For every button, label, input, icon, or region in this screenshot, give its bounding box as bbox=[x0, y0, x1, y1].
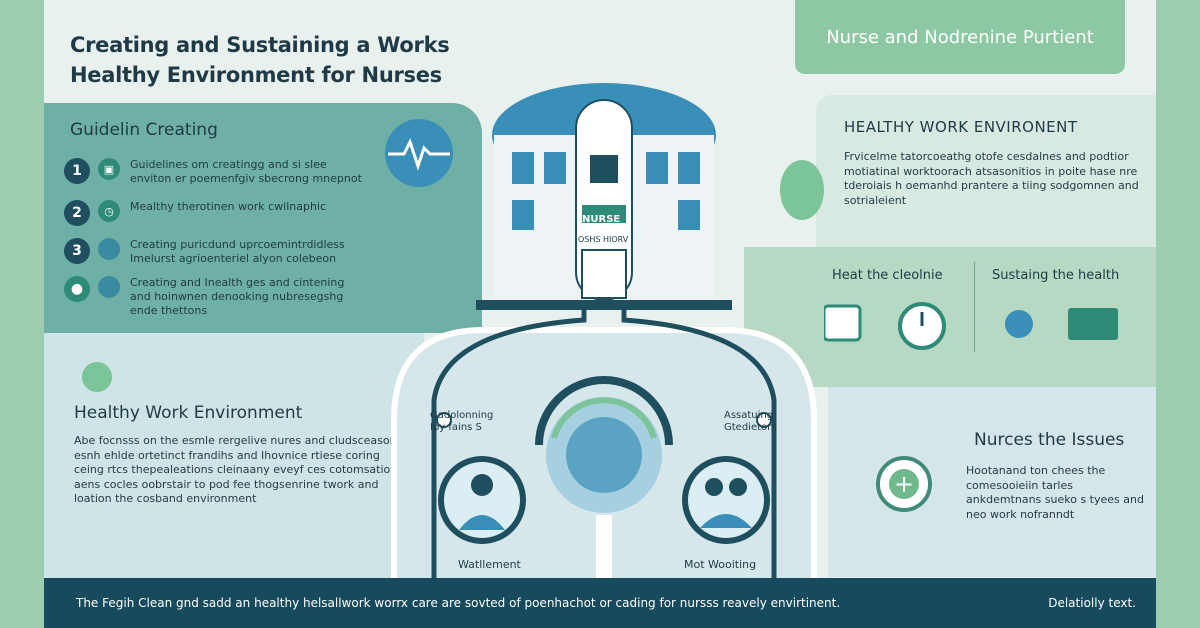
right-border bbox=[1156, 0, 1200, 628]
center-column bbox=[596, 515, 612, 578]
nurse-portrait-left-inner bbox=[444, 462, 520, 538]
hospital-illustration bbox=[391, 83, 824, 578]
guideline-item: 1 ▣ Guidelines om creatingg and si slee … bbox=[64, 158, 365, 186]
building-window bbox=[512, 152, 534, 184]
left-caption: Watllement bbox=[458, 558, 521, 571]
people-icon bbox=[1005, 310, 1033, 338]
building-window bbox=[678, 200, 700, 230]
healthy-env-heading: Healthy Work Environment bbox=[74, 403, 303, 423]
left-path bbox=[431, 310, 587, 578]
top-tag: Nurse and Nodrenine Purtient bbox=[795, 0, 1125, 74]
nurse-body bbox=[459, 515, 505, 530]
clock-icon: ◷ bbox=[98, 200, 120, 222]
guideline-text: Creating and Inealth ges and cintening a… bbox=[130, 276, 345, 317]
gauge-arc-green bbox=[551, 397, 657, 439]
footer-bar: The Fegih Clean gnd sadd an healthy hels… bbox=[44, 578, 1156, 628]
nurse-portrait-right-inner bbox=[688, 462, 764, 538]
nurse-sign-bg bbox=[582, 205, 626, 223]
nurse-head bbox=[471, 474, 493, 496]
building-base bbox=[476, 300, 732, 310]
title-line-2: Healthy Environment for Nurses bbox=[70, 63, 442, 87]
guideline-text: Creating puricdund uprcoemintrdidless Im… bbox=[130, 238, 345, 265]
column-icons bbox=[824, 302, 1118, 350]
infographic: Creating and Sustaining a Works Healthy … bbox=[44, 0, 1156, 628]
building-window bbox=[512, 200, 534, 230]
step-number: 3 bbox=[64, 238, 90, 264]
guideline-item: 3 Creating puricdund uprcoemintrdidless … bbox=[64, 238, 365, 266]
guideline-text: Mealthy therotinen work cwilnaphic bbox=[130, 200, 327, 213]
monitor-icon bbox=[824, 304, 862, 342]
building-window bbox=[544, 152, 566, 184]
healthy-env-text: Abe focnsss on the esmle rergelive nures… bbox=[74, 434, 398, 505]
column-1-label: Heat the cleolnie bbox=[832, 268, 943, 283]
circle-icon bbox=[98, 238, 120, 260]
building-sign: OSHS HIORV bbox=[578, 235, 629, 244]
nurse-head bbox=[705, 478, 723, 496]
chat-icon: ▣ bbox=[98, 158, 120, 180]
guideline-item: ● Creating and Inealth ges and cintening… bbox=[64, 276, 365, 318]
path-marker bbox=[436, 412, 452, 428]
right-info-panel bbox=[816, 95, 1156, 247]
circle-icon bbox=[98, 276, 120, 298]
building-window bbox=[678, 152, 700, 184]
building-window bbox=[646, 152, 668, 184]
guideline-text: Guidelines om creatingg and si slee envi… bbox=[130, 158, 362, 185]
footer-text: The Fegih Clean gnd sadd an healthy hels… bbox=[76, 596, 841, 610]
left-border bbox=[0, 0, 44, 628]
right-path bbox=[621, 310, 777, 578]
right-heading: HEALTHY WORK ENVIRONENT bbox=[844, 118, 1078, 136]
gauge-inner bbox=[566, 417, 642, 493]
right-text: Frvicelme tatorcoeathg otofe cesdalnes a… bbox=[844, 150, 1139, 207]
leaf-icon bbox=[82, 362, 112, 392]
tree-icon bbox=[780, 160, 824, 220]
step-number: 1 bbox=[64, 158, 90, 184]
column-2-label: Sustaing the health bbox=[992, 268, 1120, 283]
page-title: Creating and Sustaining a Works Healthy … bbox=[70, 30, 450, 90]
footer-credit: Delatiolly text. bbox=[1048, 596, 1136, 610]
step-number: 2 bbox=[64, 200, 90, 226]
left-path-label: Gadolonning Ipy fains S bbox=[430, 410, 494, 433]
guideline-item: 2 ◷ Mealthy therotinen work cwilnaphic bbox=[64, 200, 365, 226]
building-window bbox=[590, 155, 618, 183]
path-marker bbox=[756, 412, 772, 428]
right-path-label: Assatuing Gtedietom bbox=[724, 410, 777, 433]
plus-icon: + bbox=[876, 456, 932, 512]
issues-text: Hootanand ton chees the comesooieiin tar… bbox=[966, 464, 1144, 521]
nurse-body bbox=[700, 514, 752, 528]
guidelines-heading: Guidelin Creating bbox=[70, 120, 218, 140]
issues-heading: Nurces the Issues bbox=[974, 430, 1125, 450]
gauge-arc bbox=[535, 376, 673, 446]
entrance-door bbox=[581, 249, 627, 299]
leaf-icon: ● bbox=[64, 276, 90, 302]
nurse-head bbox=[729, 478, 747, 496]
right-caption: Mot Wooiting bbox=[684, 558, 757, 571]
heartbeat-icon bbox=[385, 119, 453, 187]
column-divider bbox=[974, 262, 975, 352]
nurse-sign: NURSE bbox=[582, 214, 621, 225]
title-line-1: Creating and Sustaining a Works bbox=[70, 33, 450, 57]
chart-board-icon bbox=[1068, 308, 1118, 340]
